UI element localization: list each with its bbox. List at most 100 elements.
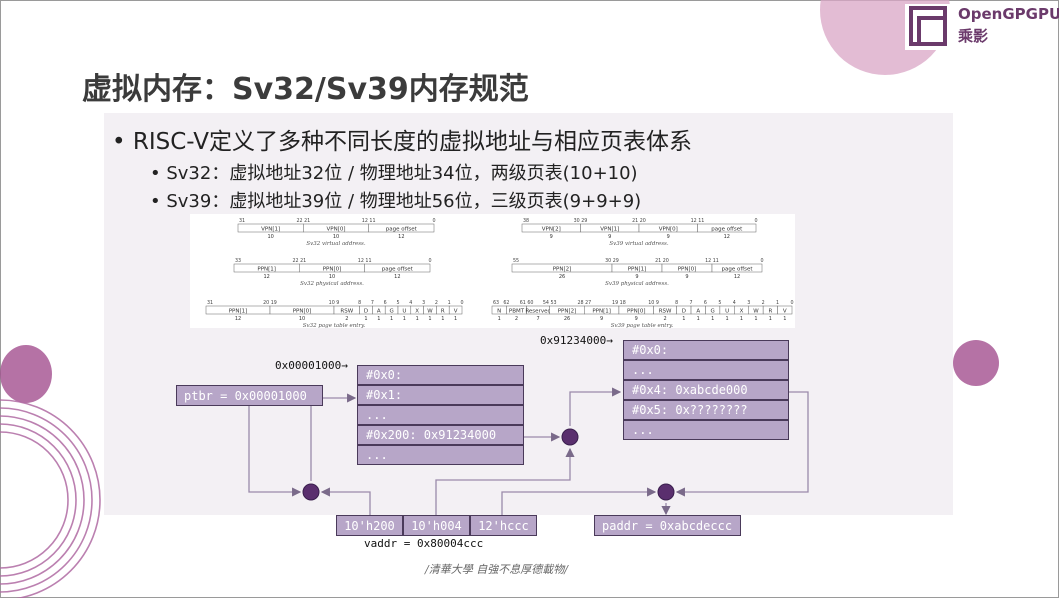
ptbr-register: ptbr = 0x00001000 xyxy=(176,385,323,406)
sv39_pte-bit-number: 8 xyxy=(675,300,678,306)
table1-row: ... xyxy=(357,405,524,425)
sv39_pte-field-width: 1 xyxy=(754,316,757,322)
sv39_va-bit-number: 0 xyxy=(754,218,757,224)
sv39_pte-bit-number: 2 xyxy=(762,300,765,306)
sv39_pte-field-width: 1 xyxy=(769,316,772,322)
decor-circle-left xyxy=(0,345,52,403)
sv39_pte-field-label: U xyxy=(725,309,729,315)
sv39_pte-field-label: PPN[0] xyxy=(627,309,646,315)
sv39_pte-bit-number: 19 18 xyxy=(612,300,626,306)
sv39_pte-bit-number: 6 xyxy=(704,300,707,306)
table2-row: #0x5: 0x???????? xyxy=(623,400,789,420)
sv39_va-field-label: page offset xyxy=(711,227,743,233)
bullet-main: • RISC-V定义了多种不同长度的虚拟地址与相应页表体系 xyxy=(112,129,692,155)
table2-row: ... xyxy=(623,420,789,440)
sv39_pa-bit-number: 12 11 xyxy=(705,258,719,264)
sv39_pte-bit-number: 7 xyxy=(690,300,693,306)
table1-base-address: 0x00001000→ xyxy=(275,359,348,372)
sv32_pa-field-width: 10 xyxy=(329,274,335,280)
sv32_va-field-width: 10 xyxy=(267,234,273,240)
sv32_pte-field-label: PPN[0] xyxy=(293,309,312,315)
sv39_pa-field-label: PPN[1] xyxy=(628,267,647,273)
sv32_pte-caption: Sv32 page table entry. xyxy=(303,323,366,328)
adder-3 xyxy=(657,483,675,501)
sv39_pte-bit-number: 4 xyxy=(733,300,736,306)
decor-circle-right xyxy=(953,340,999,386)
sv39_pte-field-label: X xyxy=(740,309,744,315)
table2-base-address: 0x91234000→ xyxy=(540,334,613,347)
sv32_pa-field-width: 12 xyxy=(394,274,400,280)
sv39_pte-field-label: N xyxy=(497,309,501,315)
sv32_pte-field-width: 2 xyxy=(345,316,348,322)
sv39_pte-field-label: D xyxy=(682,309,686,315)
sv32_pte-bit-number: 0 xyxy=(460,300,463,306)
sv39_pte-bit-number: 62 xyxy=(503,300,509,306)
sv39_pte-field-width: 2 xyxy=(515,316,518,322)
wire-vpn0-to-adder2 xyxy=(435,447,575,515)
sv39_va-bit-number: 21 20 xyxy=(632,218,646,224)
sv32_pa-field-label: page offset xyxy=(382,267,414,273)
sv32_va-field-box xyxy=(368,223,435,233)
paddr-register: paddr = 0xabcdeccc xyxy=(594,515,741,536)
sv39_pte-field-width: 1 xyxy=(682,316,685,322)
page-table-level2: #0x0:...#0x4: 0xabcde000#0x5: 0x????????… xyxy=(623,340,789,442)
sv39_pte-bit-number: 63 xyxy=(493,300,499,306)
logo-text-chengying: 乘影 xyxy=(958,27,989,45)
sv39_va-field-width: 9 xyxy=(550,234,553,240)
sv32_pte-field-width: 10 xyxy=(299,316,305,322)
sv32_pa-field-label: PPN[1] xyxy=(257,267,276,273)
sv39_pa-bit-number: 21 20 xyxy=(655,258,669,264)
sv39_pte-field-label: PPN[2] xyxy=(558,309,577,315)
table2-row: #0x4: 0xabcde000 xyxy=(623,380,789,400)
sv32_pte-bit-number: 2 xyxy=(435,300,438,306)
sv32_va-bit-number: 12 11 xyxy=(362,218,376,224)
sv32_pa-caption: Sv32 physical address. xyxy=(300,281,364,287)
sv32_pte-field-width: 1 xyxy=(390,316,393,322)
sv32_pa-bit-number: 0 xyxy=(428,258,431,264)
sv39_pte-field-width: 1 xyxy=(697,316,700,322)
sv39_pa-field-width: 26 xyxy=(559,274,565,280)
sv39_pa-field-width: 9 xyxy=(685,274,688,280)
vaddr-field-vpn1: 10'h200 xyxy=(336,515,403,536)
sv39_pte-field-width: 1 xyxy=(740,316,743,322)
sv39_va-field-width: 12 xyxy=(724,234,730,240)
sv39_pte-field-width: 1 xyxy=(726,316,729,322)
sv32_pte-bit-number: 3 xyxy=(422,300,425,306)
sv32_pte-field-width: 1 xyxy=(454,316,457,322)
sv32_pa-bit-number: 33 xyxy=(235,258,241,264)
sv32_va-bit-number: 0 xyxy=(432,218,435,224)
sv39_pte-bit-number: 54 53 xyxy=(543,300,557,306)
bullet-sv39: • Sv39：虚拟地址39位 / 物理地址56位，三级页表(9+9+9) xyxy=(150,191,642,212)
sv39_pte-field-label: PPN[1] xyxy=(592,309,611,315)
sv32_pte-bit-number: 4 xyxy=(409,300,412,306)
sv32_pte-field-label: X xyxy=(415,309,419,315)
sv39_pte-bit-number: 0 xyxy=(790,300,793,306)
sv32_va-field-label: page offset xyxy=(386,227,418,233)
sv39_pte-field-label: G xyxy=(711,309,715,315)
sv39_pte-field-width: 1 xyxy=(783,316,786,322)
wire-adder1-to-table1 xyxy=(310,393,357,481)
page-title: 虚拟内存：Sv32/Sv39内存规范 xyxy=(82,72,529,107)
sv39_pte-field-label: W xyxy=(753,309,759,315)
logo xyxy=(905,4,1055,50)
wire-vpn1-to-adder1 xyxy=(320,487,371,515)
vaddr-field-vpn0: 10'h004 xyxy=(403,515,470,536)
sv39_va-field-box xyxy=(697,223,757,233)
sv32_pte-field-width: 1 xyxy=(441,316,444,322)
sv32_pte-field-width: 1 xyxy=(416,316,419,322)
sv39_va-field-width: 9 xyxy=(667,234,670,240)
sv32_pa-field-width: 12 xyxy=(263,274,269,280)
sv32_va-field-label: VPN[0] xyxy=(327,227,346,233)
sv39_pte-field-label: A xyxy=(696,309,700,315)
sv32_va-field-label: VPN[1] xyxy=(261,227,280,233)
sv39_pa-field-label: page offset xyxy=(721,267,753,273)
sv32_pte-field-label: V xyxy=(454,309,458,315)
sv32_pte-field-width: 1 xyxy=(377,316,380,322)
footer-motto: /清華大學 自強不息厚德載物/ xyxy=(425,563,568,576)
sv39_pte-field-width: 1 xyxy=(711,316,714,322)
sv39_va-field-label: VPN[1] xyxy=(600,227,619,233)
wire-table2-to-adder3 xyxy=(675,391,809,497)
sv39_pa-caption: Sv39 physical address. xyxy=(605,281,669,287)
sv39_va-bit-number: 38 xyxy=(523,218,529,224)
